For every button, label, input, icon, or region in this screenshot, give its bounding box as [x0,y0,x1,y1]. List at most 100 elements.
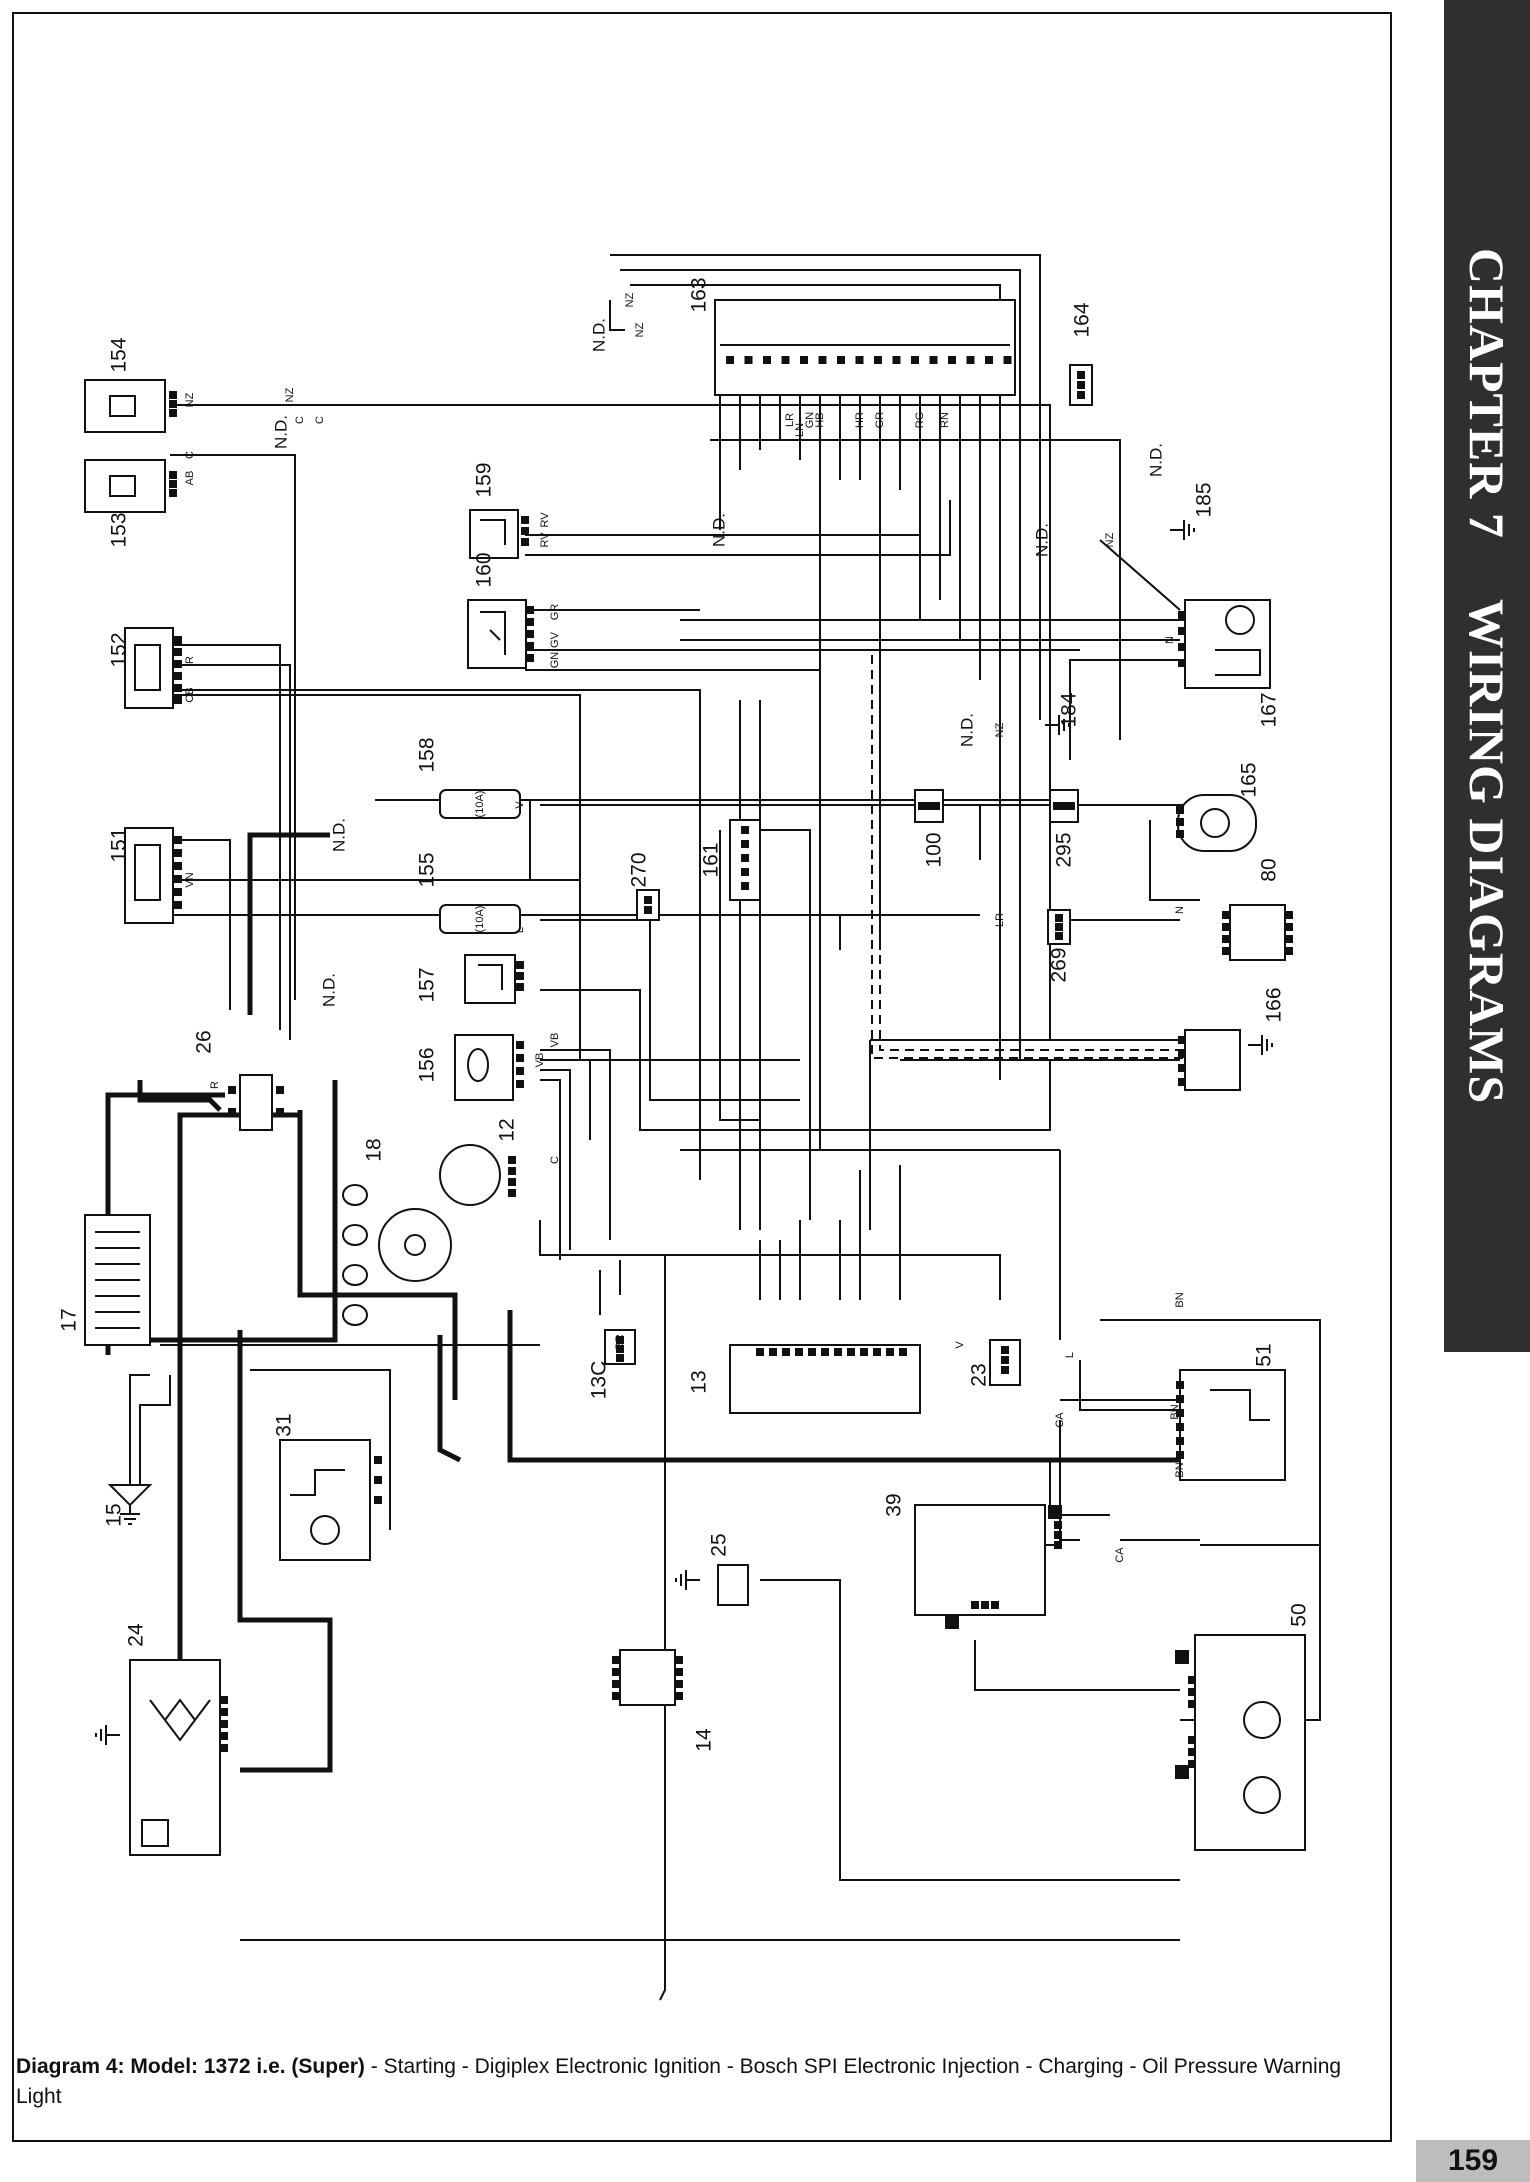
chapter-title: WIRING DIAGRAMS [1459,598,1515,1105]
component-label-161: 161 [700,842,723,877]
component-label-17: 17 [58,1308,81,1331]
component-label-153: 153 [108,512,131,547]
harness-wire [139,1375,171,1485]
connector-pin [1222,935,1230,943]
harness-wire [170,404,1051,1040]
wire-color-code: BR [614,1334,626,1349]
starter-motor-31 [279,1439,371,1561]
component-label-151: 151 [108,827,131,862]
component-label-167: 167 [1258,692,1281,727]
connector-pin [526,630,534,638]
connector-pin [1001,1356,1009,1364]
connector-pin [985,356,993,364]
connector-pin [1285,947,1293,955]
component-label-80: 80 [1258,858,1281,881]
harness-wire [540,1059,591,1140]
component-label-24: 24 [125,1623,148,1647]
connector-pin [1176,806,1184,814]
connector-pin [374,1496,382,1504]
fuel-pump-165 [1177,794,1257,852]
connector-pin [228,1108,236,1116]
relay-coil [134,644,161,691]
wire-color-code: VB [549,1033,561,1048]
connector-pin [991,1601,999,1609]
connector-pin [516,961,524,969]
connector-pin [1077,391,1085,399]
wire-color-code: LR [784,413,796,427]
connector-26 [239,1074,273,1131]
component-label-159: 159 [473,462,496,497]
wire-color-code: HB [814,412,826,427]
connector-pin [276,1108,284,1116]
connector-pin [174,636,182,644]
connector-pin [644,906,652,914]
sensor-160 [467,599,527,669]
connector-pin [1001,1346,1009,1354]
connector-pin [1054,1531,1062,1539]
harness-wire [610,254,1041,720]
harness-wire [1100,1319,1321,1546]
connector-pin [220,1720,228,1728]
component-label-156: 156 [416,1047,439,1082]
not-connected-label: N.D. [709,513,728,547]
wire-color-code: R [184,656,196,664]
connector-pin [1178,659,1186,667]
component-label-158: 158 [416,737,439,772]
harness-wire [525,669,821,1150]
not-connected-label: N.D. [589,318,608,352]
component-label-185: 185 [1193,482,1216,517]
connector-pin [795,1348,803,1356]
connector-pin [169,391,177,399]
wire-color-code: NZ [634,322,646,337]
actuator-element [1215,649,1261,676]
distributor-18 [378,1208,452,1282]
connector-pin [1222,911,1230,919]
sensor-159 [469,509,519,559]
connector-pin [873,1348,881,1356]
wires [95,254,1321,2001]
connector-pin [516,1080,524,1088]
motor-symbol [1225,605,1255,635]
component-label-25: 25 [708,1533,731,1556]
spark-plug [342,1224,368,1246]
harness-wire [760,1579,1180,1881]
component-label-269: 269 [1048,947,1071,982]
connector-pin [911,356,919,364]
connector-pin [169,471,177,479]
connector-pin [769,1348,777,1356]
earth-24 [95,1725,120,1745]
wire-color-code: CA [1114,1547,1126,1563]
connector-pin [169,400,177,408]
wire-color-code: HR [854,412,866,428]
connector-pin [1178,611,1186,619]
harness-wire [1079,1360,1180,1411]
connector-pin [374,1456,382,1464]
harness-wire [1149,820,1200,901]
relay-coil [134,844,161,901]
wire-color-code: NZ [184,392,196,407]
wire-color-code: VB [534,1053,546,1068]
wire-color-code: BN [1174,1292,1186,1307]
caption-title: Diagram 4: Model: 1372 i.e. (Super) [16,2055,365,2078]
connector-pin [508,1178,516,1186]
relay-152 [124,627,174,709]
warning-lamp [1243,1701,1281,1739]
connector-pin [508,1167,516,1175]
wire-color-code: VN [184,872,196,887]
wire-color-code: L [1064,1352,1076,1358]
spark-plug [342,1264,368,1286]
harness-wire [525,534,1090,621]
harness-wire [1059,1420,1080,1541]
alternator-winding [149,1698,211,1742]
component-label-18: 18 [363,1138,386,1161]
not-connected-label: N.D. [957,713,976,747]
not-connected-label: N.D. [1146,443,1165,477]
connector-pin [925,802,933,810]
control-unit-39 [914,1504,1046,1616]
connector-pin [521,538,529,546]
component-label-164: 164 [1071,302,1094,337]
connector-pin [782,1348,790,1356]
chapter-label: CHAPTER 7 [1459,247,1515,539]
connector-pin [860,1348,868,1356]
harness-wire [129,1374,150,1495]
